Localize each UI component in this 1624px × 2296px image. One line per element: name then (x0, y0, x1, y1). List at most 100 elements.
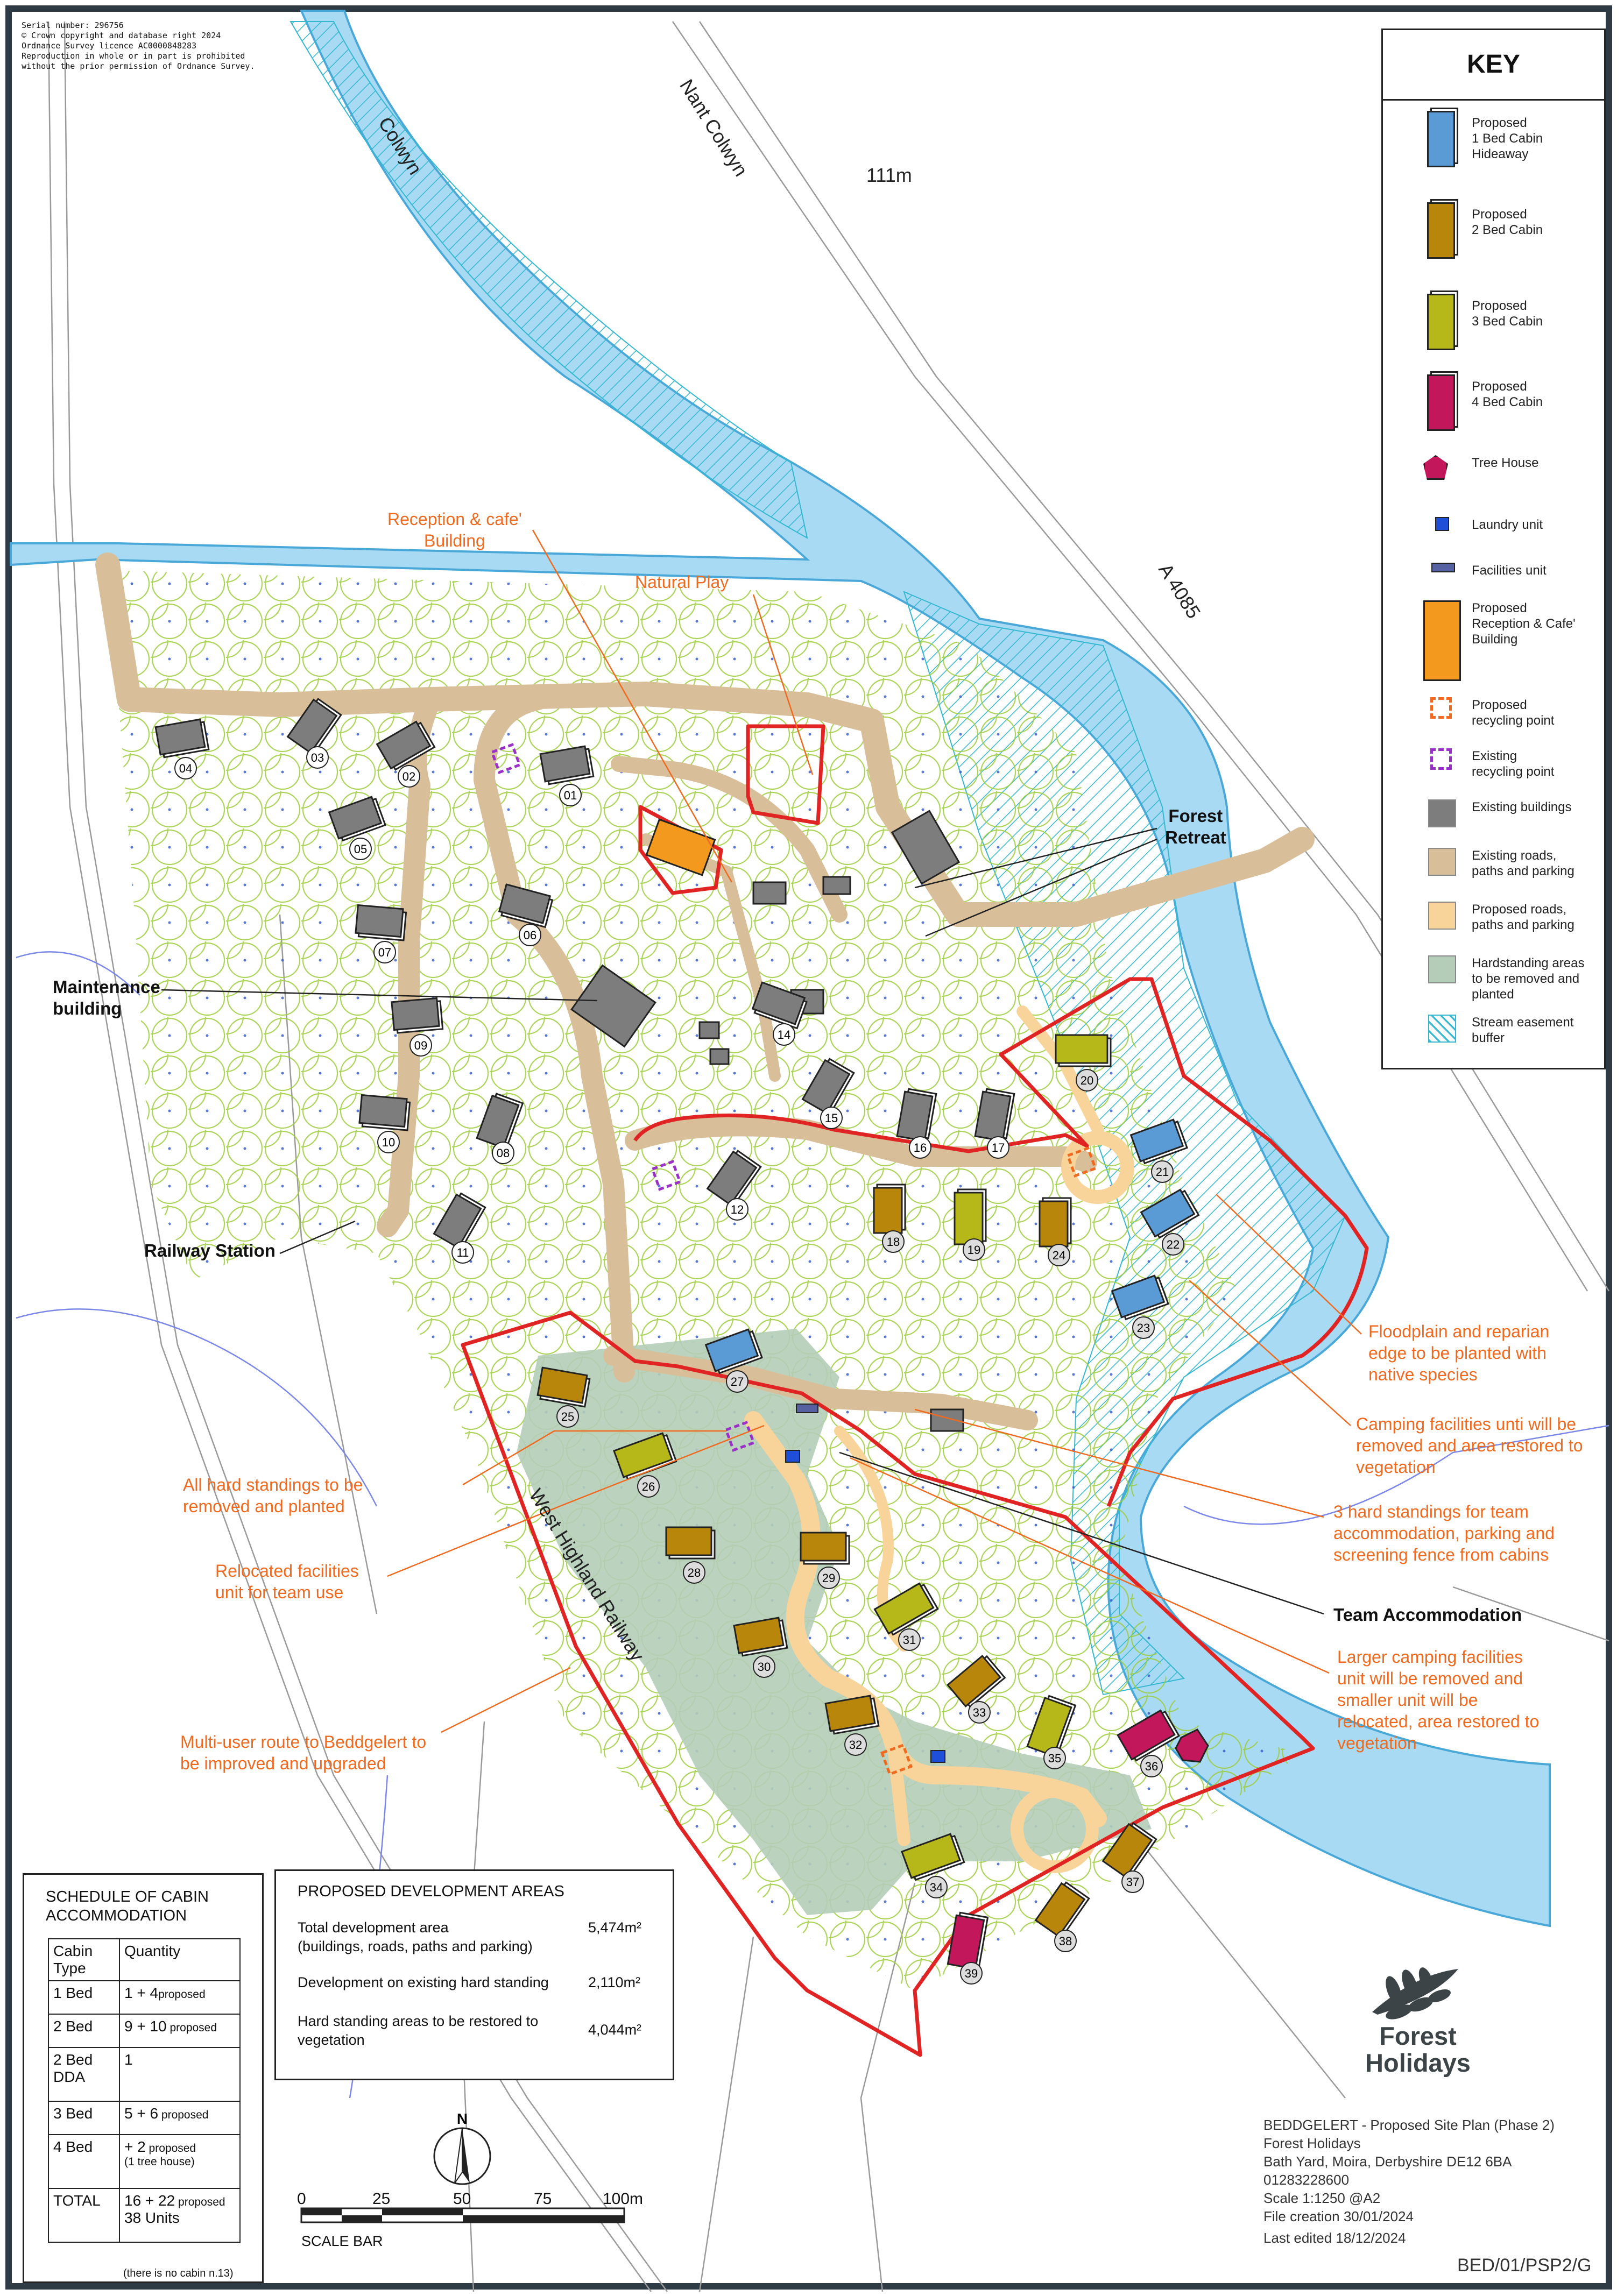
label-camping-removed: Camping facilities unti will be removed … (1356, 1414, 1583, 1477)
cabin-number-label: 20 (1076, 1069, 1098, 1092)
cabin-number-text: 12 (731, 1203, 744, 1216)
cabin-type-cell: 1 Bed (48, 1980, 120, 2015)
cabin-body (704, 1328, 759, 1372)
cabin-number-text: 04 (179, 762, 192, 775)
label-team-accommodation: Team Accommodation (1333, 1605, 1522, 1625)
cabin-number-text: 10 (382, 1136, 395, 1149)
cabin-number-text: 07 (378, 946, 391, 959)
cabin-body (733, 1617, 785, 1654)
laundry-units (785, 1450, 945, 1763)
cabin-36 (1117, 1709, 1181, 1762)
title-block-line: File creation 30/01/2024 (1263, 2208, 1414, 2224)
cabin-body (954, 1192, 984, 1245)
cabin-number-label: 32 (844, 1733, 867, 1756)
cabin-body (328, 796, 383, 840)
header-quantity: Quantity (119, 1938, 241, 1981)
cabin-body (1129, 1118, 1184, 1163)
cabin-number-text: 11 (457, 1246, 469, 1259)
key-swatch-bar (1431, 563, 1455, 572)
cabin-number-text: 37 (1126, 1875, 1139, 1889)
cabin-number-circle (519, 924, 541, 946)
licence-line: Ordnance Survey licence AC0000848283 (22, 41, 197, 51)
cabin-number-label: 01 (559, 784, 582, 806)
cabin-number-text: 28 (688, 1566, 701, 1579)
cabin-body (1111, 1274, 1166, 1319)
development-row-value: 2,110m² (588, 1974, 641, 1990)
cabin-body (665, 1526, 712, 1556)
cabin-type-cell: 3 Bed (48, 2101, 120, 2135)
cabin-number-text: 32 (849, 1738, 862, 1752)
cabin-09 (391, 997, 444, 1034)
cabin-number-label: 18 (882, 1230, 905, 1253)
cabin-number-circle (398, 765, 420, 788)
cabin-number-text: 03 (311, 751, 324, 764)
serial-number: Serial number: 296756 (22, 20, 124, 30)
cabin-number-text: 17 (992, 1141, 1005, 1154)
cabin-number-circle (451, 1241, 474, 1264)
cabin-number-circle (377, 1131, 400, 1153)
cabin-body (751, 981, 806, 1025)
cabin-number-text: 15 (825, 1111, 838, 1125)
cabin-number-text: 19 (968, 1243, 980, 1257)
cabin-08 (476, 1093, 524, 1149)
cabin-06 (498, 883, 554, 929)
cabin-29 (800, 1532, 850, 1565)
scale-tick: 75 (534, 2190, 552, 2208)
key-title: KEY (1383, 30, 1604, 101)
cabin-number-text: 20 (1081, 1074, 1093, 1087)
os-copyright-notice: Serial number: 296756 © Crown copyright … (22, 20, 255, 72)
cabin-15 (801, 1058, 855, 1115)
key-swatch-tall (1423, 600, 1461, 681)
cabin-number-label: 07 (373, 941, 396, 963)
cabin-number-label: 31 (898, 1628, 921, 1651)
title-block-line: BEDDGELERT - Proposed Site Plan (Phase 2… (1263, 2117, 1555, 2133)
scale-bar: 0 25 50 75 100m SCALE BAR (297, 2190, 643, 2249)
label-larger-camping: Larger camping facilities unit will be r… (1337, 1647, 1540, 1753)
key-item-label: Proposed Reception & Cafe' Building (1472, 601, 1576, 647)
development-row-label: Development on existing hard standing (298, 1974, 549, 1990)
cabin-number-label: 35 (1043, 1747, 1066, 1769)
cabin-32 (824, 1695, 880, 1735)
cabin-14 (751, 981, 808, 1030)
cabin-38 (1034, 1881, 1090, 1938)
quantity-cell: + 2 proposed(1 tree house) (119, 2134, 241, 2189)
cabin-02 (376, 720, 436, 771)
cabin-type-cell: TOTAL (48, 2188, 120, 2243)
cabin-04 (154, 718, 210, 759)
cabin-number-text: 08 (497, 1146, 510, 1160)
label-forest-retreat: Forest Retreat (1165, 806, 1226, 847)
quantity-value: 16 + 22 (124, 2192, 175, 2209)
cabin-number-circle (1140, 1755, 1163, 1777)
logo-line: Forest (1379, 2022, 1457, 2050)
cabin-number-label: 25 (556, 1405, 579, 1428)
cabin-body (974, 1090, 1012, 1142)
key-swatch-square (1435, 517, 1449, 531)
label-natural-play: Natural Play (635, 572, 729, 592)
cabin-number-label: 39 (960, 1962, 983, 1985)
quantity-qualifier: proposed (175, 2196, 225, 2208)
development-row-value: 5,474m² (588, 1919, 642, 1936)
title-block-line: Forest Holidays (1263, 2135, 1361, 2151)
cabin-number-circle (349, 838, 372, 860)
cabin-body (947, 1914, 985, 1970)
quantity-value: + 2 (124, 2138, 146, 2155)
cabin-16 (896, 1088, 937, 1142)
key-swatch-cabin (1427, 294, 1455, 350)
quantity-cell: 1 (119, 2047, 241, 2102)
cabin-number-label: 26 (637, 1475, 660, 1498)
cabin-07 (355, 904, 407, 941)
forest-holidays-logo: Forest Holidays (1361, 2023, 1474, 2077)
cabin-body (1102, 1823, 1153, 1879)
cabin-24 (1039, 1197, 1072, 1248)
cabin-number-circle (409, 1034, 432, 1057)
cabin-body (800, 1532, 847, 1562)
cabin-body (355, 904, 404, 938)
table-header-row: Cabin Type Quantity (48, 1938, 241, 1981)
cabin-number-text: 27 (731, 1375, 744, 1388)
cabin-number-label: 03 (306, 746, 329, 769)
cabin-body (1055, 1034, 1108, 1064)
label-hard-standings-team: 3 hard standings for team accommodation,… (1333, 1502, 1555, 1564)
key-swatch-treehouse (1423, 455, 1448, 480)
